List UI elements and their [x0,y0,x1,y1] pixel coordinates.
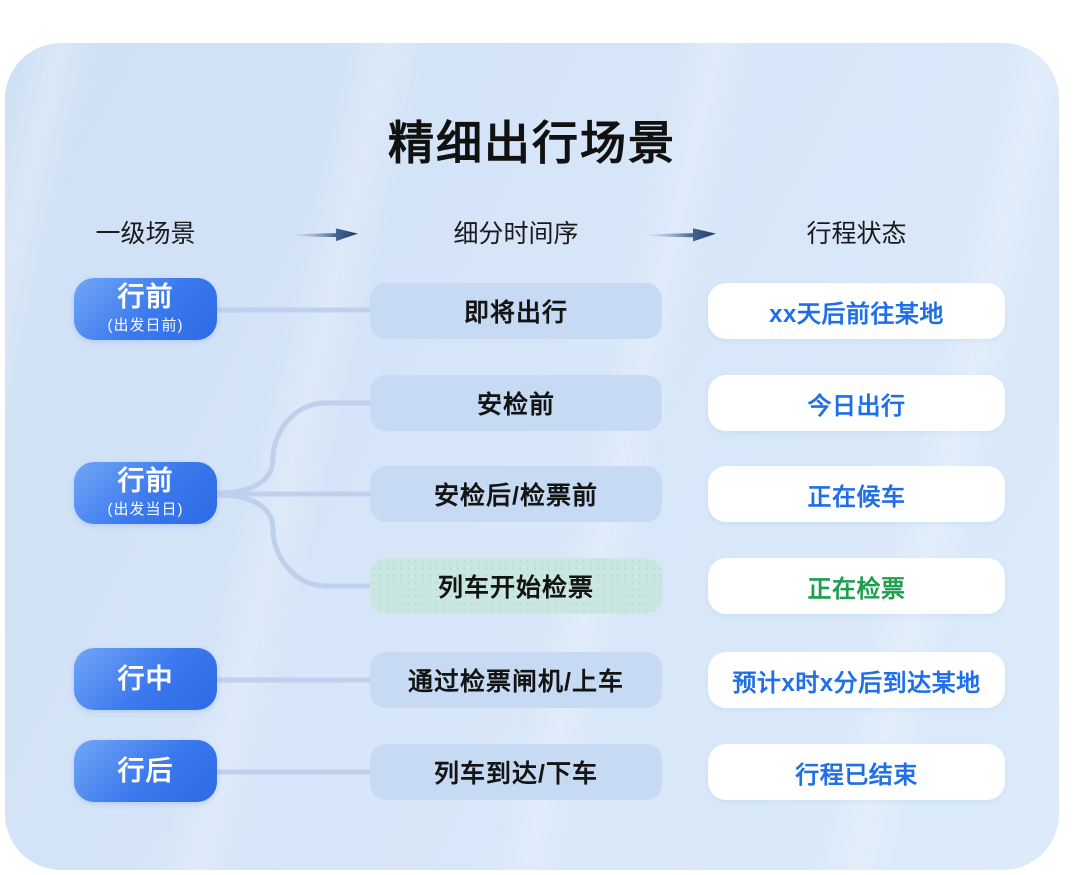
stage-sublabel: (出发日前) [107,316,184,334]
phase-box-arrival: 列车到达/下车 [370,744,662,800]
stage-label: 行中 [117,663,174,694]
flow-arrow-icon [285,220,359,246]
stage-pill-in-trip: 行中 [74,648,217,710]
stage-pill-pre-trip-before-day: 行前 (出发日前) [74,278,217,340]
stage-label: 行前 [117,282,174,313]
flow-arrow-icon [640,220,717,246]
stage-pill-pre-trip-departure-day: 行前 (出发当日) [74,462,217,524]
column-header-timeline: 细分时间序 [453,220,579,248]
status-box-checking-ticket: 正在检票 [708,558,1005,614]
stage-sublabel: (出发当日) [107,500,184,518]
status-box-travel-today: 今日出行 [708,375,1005,431]
column-header-level1: 一级场景 [95,220,196,248]
scene-card: 精细出行场景 一级场景 细分时间序 行程状态 [5,43,1059,870]
status-box-eta: 预计x时x分后到达某地 [708,652,1005,708]
phase-box-upcoming: 即将出行 [370,283,662,339]
stage-label: 行前 [117,466,174,497]
phase-box-after-security: 安检后/检票前 [370,466,662,522]
phase-box-before-security: 安检前 [370,375,662,431]
status-box-waiting: 正在候车 [708,466,1005,522]
status-box-days-until-trip: xx天后前往某地 [708,283,1005,339]
stage-pill-post-trip: 行后 [74,740,217,802]
column-header-status: 行程状态 [806,220,907,248]
status-box-trip-ended: 行程已结束 [708,744,1005,800]
phase-box-ticket-check-start: 列车开始检票 [370,558,662,614]
stage-label: 行后 [117,755,174,786]
phase-box-boarding: 通过检票闸机/上车 [370,652,662,708]
page-title: 精细出行场景 [388,117,676,169]
